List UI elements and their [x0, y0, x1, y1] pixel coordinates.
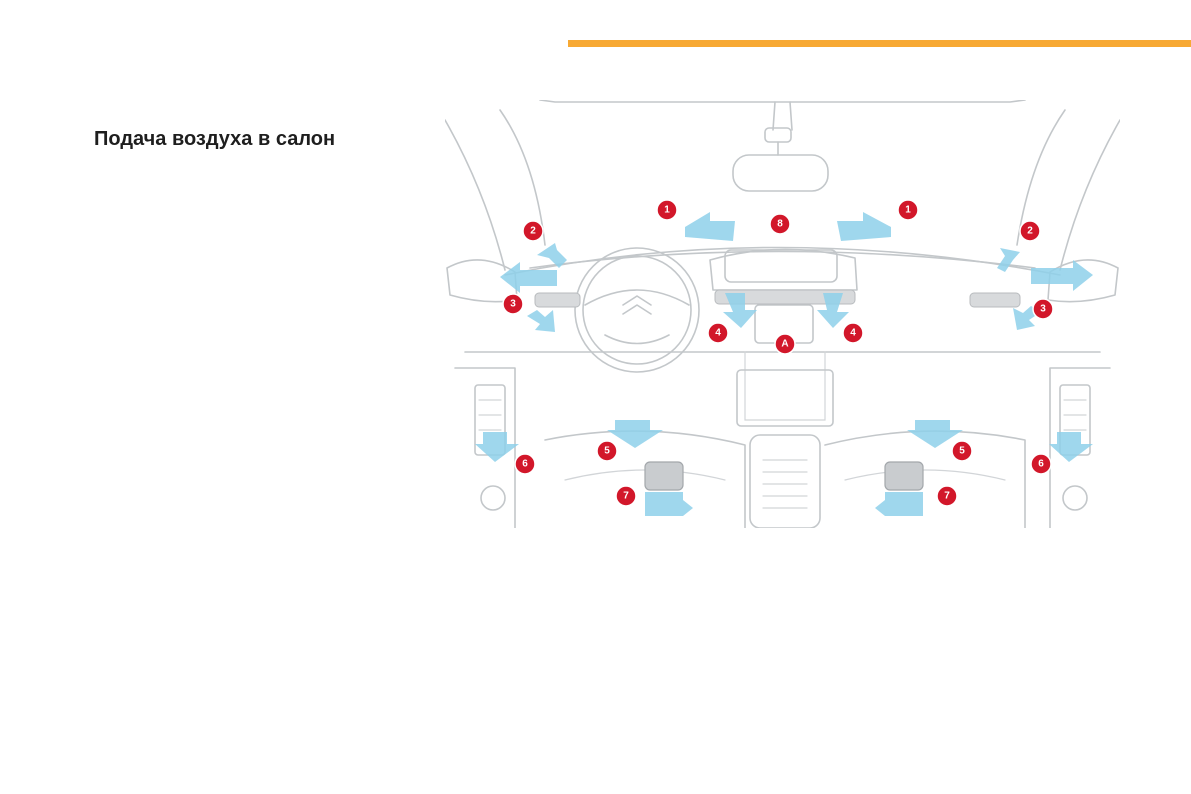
arrow-door-vent-right: [1049, 432, 1093, 462]
header-accent-bar: [568, 40, 1191, 47]
marker-side-vent-right: 3: [1033, 299, 1053, 319]
marker-label: 4: [850, 328, 856, 339]
arrow-side-vent-left-down: [527, 310, 555, 332]
marker-center-vent-left: 4: [708, 323, 728, 343]
car-interior-illustration: 1 1 8 2 2 3 3: [445, 100, 1120, 528]
arrow-front-footwell-left: [607, 420, 663, 448]
marker-label: 5: [604, 446, 610, 457]
marker-dashboard-outlet: 8: [770, 214, 790, 234]
marker-label: 4: [715, 328, 721, 339]
marker-label: A: [781, 339, 788, 350]
arrow-side-window-left: [537, 243, 567, 268]
marker-rear-footwell-left: 7: [616, 486, 636, 506]
arrow-rear-footwell-right: [875, 492, 923, 516]
marker-control-panel: A: [775, 334, 795, 354]
marker-windscreen-right: 1: [898, 200, 918, 220]
marker-side-window-right: 2: [1020, 221, 1040, 241]
marker-front-footwell-left: 5: [597, 441, 617, 461]
arrow-door-vent-left: [475, 432, 519, 462]
marker-label: 6: [522, 459, 528, 470]
marker-door-vent-left: 6: [515, 454, 535, 474]
marker-front-footwell-right: 5: [952, 441, 972, 461]
marker-label: 1: [905, 205, 911, 216]
marker-label: 2: [1027, 226, 1033, 237]
marker-label: 3: [1040, 304, 1046, 315]
marker-label: 6: [1038, 459, 1044, 470]
arrow-rear-footwell-left: [645, 492, 693, 516]
marker-rear-footwell-right: 7: [937, 486, 957, 506]
marker-label: 2: [530, 226, 536, 237]
marker-center-vent-right: 4: [843, 323, 863, 343]
marker-label: 7: [623, 491, 629, 502]
marker-side-window-left: 2: [523, 221, 543, 241]
marker-label: 7: [944, 491, 950, 502]
page-title: Подача воздуха в салон: [94, 128, 335, 151]
marker-label: 8: [777, 219, 783, 230]
marker-label: 5: [959, 446, 965, 457]
marker-label: 3: [510, 299, 516, 310]
marker-windscreen-left: 1: [657, 200, 677, 220]
marker-door-vent-right: 6: [1031, 454, 1051, 474]
marker-label: 1: [664, 205, 670, 216]
marker-side-vent-left: 3: [503, 294, 523, 314]
air-distribution-diagram: 1 1 8 2 2 3 3: [445, 100, 1120, 528]
arrow-side-window-right: [997, 248, 1020, 272]
arrow-windscreen-left: [685, 212, 735, 241]
airflow-arrows: [475, 212, 1093, 516]
arrow-windscreen-right: [837, 212, 891, 241]
